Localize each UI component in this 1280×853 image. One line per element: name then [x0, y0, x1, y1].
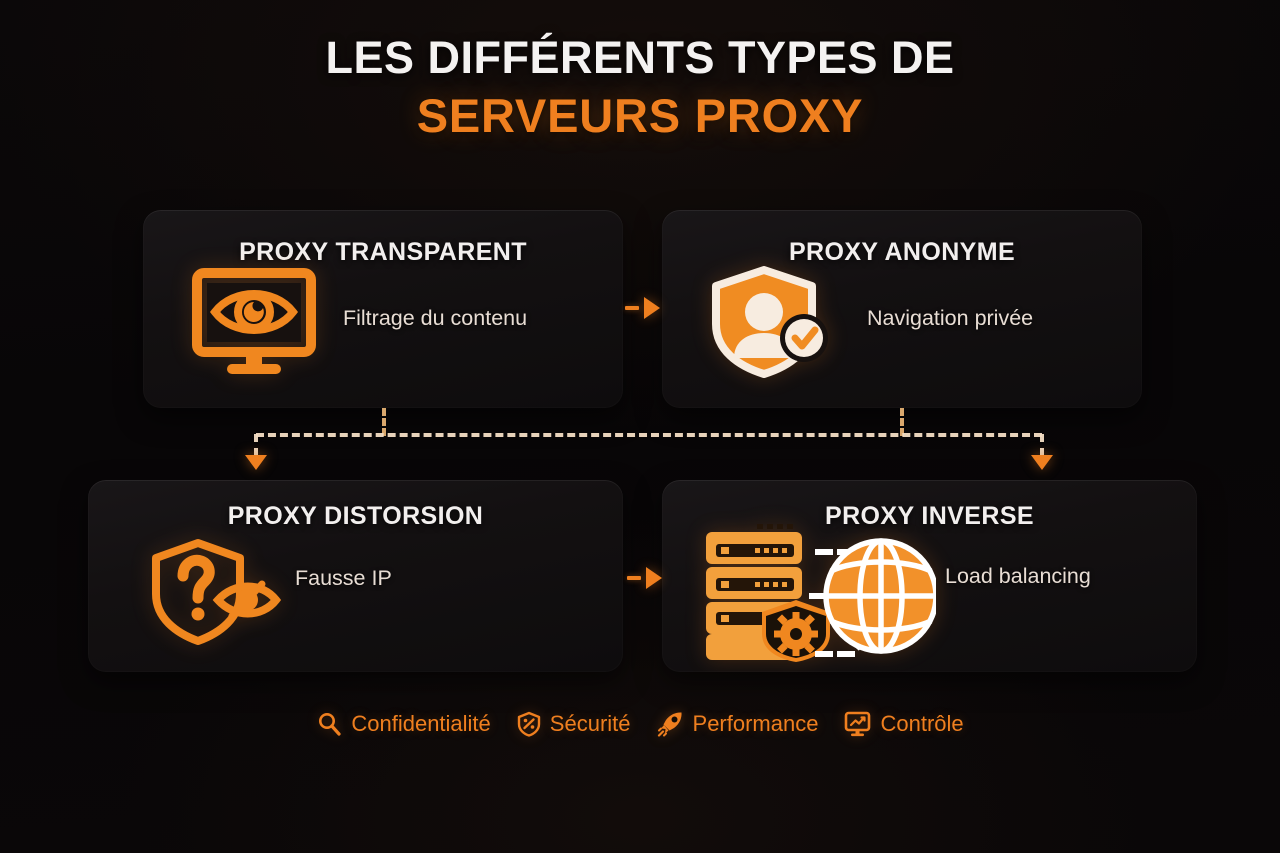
- title-line-1: LES DIFFÉRENTS TYPES DE: [325, 32, 955, 83]
- arrow-right-icon-top: [625, 297, 660, 319]
- card-proxy-inverse[interactable]: PROXY INVERSE: [662, 480, 1197, 672]
- connector-stub-right: [900, 408, 904, 436]
- monitor-chart-icon: [844, 711, 871, 737]
- search-icon: [316, 711, 342, 737]
- card-title-proxy-distorsion: PROXY DISTORSION: [227, 502, 484, 530]
- shield-user-check-icon: [712, 266, 830, 385]
- connector-elbow-right: [1040, 434, 1044, 456]
- card-desc-proxy-anonyme: Navigation privée: [867, 306, 1034, 330]
- card-title-proxy-inverse: PROXY INVERSE: [825, 502, 1034, 530]
- card-proxy-distorsion[interactable]: PROXY DISTORSION Fausse IP: [88, 480, 623, 672]
- arrow-right-icon-bottom: [627, 567, 662, 589]
- arrow-head: [644, 297, 660, 319]
- footer-item-securite[interactable]: Sécurité: [517, 711, 631, 737]
- footer-item-performance[interactable]: Performance: [657, 710, 819, 737]
- footer-feature-bar: Confidentialité Sécurité: [0, 710, 1280, 737]
- arrow-down-icon-right: [1031, 455, 1053, 470]
- card-proxy-anonyme[interactable]: PROXY ANONYME Navigation privée: [662, 210, 1142, 408]
- connector-bus-horizontal: [256, 433, 1042, 437]
- rocket-icon: [657, 710, 684, 737]
- page-title: LES DIFFÉRENTS TYPES DE SERVEURS PROXY: [0, 32, 1280, 142]
- monitor-eye-icon: [191, 268, 317, 381]
- title-line-2: SERVEURS PROXY: [416, 88, 864, 142]
- card-desc-proxy-transparent: Filtrage du contenu: [343, 306, 528, 330]
- footer-label-confidentialite: Confidentialité: [351, 710, 491, 736]
- arrow-head: [646, 567, 662, 589]
- card-desc-proxy-inverse: Load balancing: [945, 564, 1091, 588]
- connector-stub-left: [382, 408, 386, 436]
- arrow-down-icon-left: [245, 455, 267, 470]
- card-title-proxy-transparent: PROXY TRANSPARENT: [239, 238, 527, 266]
- footer-item-controle[interactable]: Contrôle: [844, 710, 964, 737]
- arrow-dash: [625, 306, 639, 310]
- card-desc-proxy-distorsion: Fausse IP: [295, 566, 392, 590]
- shield-question-hidden-eye-icon: [150, 538, 282, 653]
- card-proxy-transparent[interactable]: PROXY TRANSPARENT Filtrage du contenu: [143, 210, 623, 408]
- footer-item-confidentialite[interactable]: Confidentialité: [316, 710, 491, 737]
- footer-label-performance: Performance: [692, 710, 819, 736]
- footer-label-controle: Contrôle: [880, 710, 964, 736]
- shield-check-icon: [517, 711, 541, 737]
- card-title-proxy-anonyme: PROXY ANONYME: [788, 238, 1016, 266]
- arrow-dash: [627, 576, 641, 580]
- server-globe-icon: [700, 522, 939, 672]
- footer-label-securite: Sécurité: [549, 710, 631, 736]
- connector-elbow-left: [254, 434, 258, 456]
